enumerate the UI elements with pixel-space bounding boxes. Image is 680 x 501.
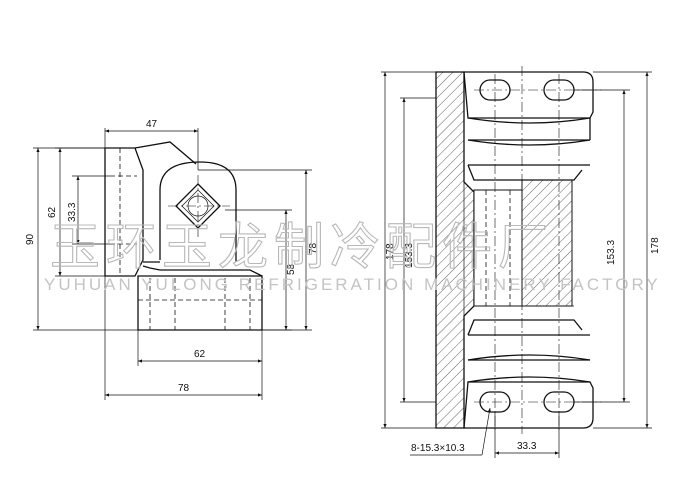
dim-right-height: 78 (308, 242, 319, 254)
watermark-english: YUHUAN YULONG REFRIGERATION MACHINERY FA… (44, 275, 661, 294)
dim-outer-bracket: 62 (47, 206, 58, 218)
dim-top-width: 47 (146, 119, 158, 130)
dim-square-hole: 33.3 (67, 202, 78, 222)
left-side-view: 47 90 62 33.3 78 58 62 78 (25, 119, 319, 400)
right-front-view: 178 153.3 153.3 178 8-15.3×10.3 33.3 (381, 66, 661, 458)
dim-total-height-right: 178 (650, 237, 661, 254)
dim-slot-spec: 8-15.3×10.3 (411, 443, 465, 454)
watermark: 玉环玉龙制冷配件厂 YUHUAN YULONG REFRIGERATION MA… (44, 217, 661, 294)
dim-total-height: 90 (25, 233, 36, 245)
dim-hole-spacing-right: 153.3 (606, 240, 617, 265)
dim-slot-height: 58 (286, 263, 297, 275)
dim-base-inner: 62 (194, 349, 206, 360)
dim-hole-pitch: 33.3 (517, 441, 537, 452)
watermark-chinese: 玉环玉龙制冷配件厂 (50, 218, 554, 276)
dim-hole-spacing-left: 153.3 (404, 243, 415, 268)
dim-base-width: 78 (178, 383, 190, 394)
dim-total-height-left: 178 (385, 243, 396, 260)
